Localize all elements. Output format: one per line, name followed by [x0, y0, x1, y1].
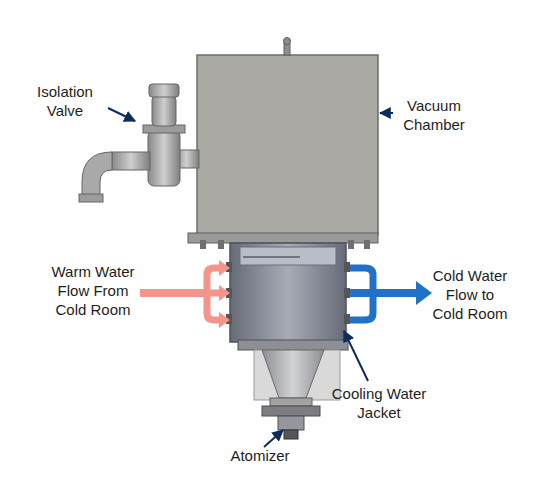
callout-label: Atomizer	[220, 446, 300, 465]
flange-bolt	[218, 240, 224, 249]
lower-flange	[238, 340, 348, 350]
valve-pipe	[112, 152, 150, 170]
callout-label: Vacuum Chamber	[388, 96, 480, 134]
pipe-flange	[79, 194, 103, 202]
cold-water-arrowhead	[416, 281, 432, 305]
flange-bolt	[200, 240, 206, 249]
vacuum-chamber	[197, 55, 378, 235]
callout-label: Cold Water Flow to Cold Room	[429, 266, 511, 323]
callout-label: Isolation Valve	[20, 82, 110, 120]
jacket-inner-rim	[240, 247, 336, 265]
valve-cap	[149, 84, 179, 97]
cooling-jacket	[230, 243, 346, 342]
nozzle-adapter	[270, 398, 312, 406]
leader-arrow	[108, 108, 135, 121]
nozzle-body	[278, 416, 304, 430]
callout-label: Cooling Water Jacket	[326, 384, 432, 422]
warm-water-arrowhead	[219, 260, 230, 276]
flange-bolt	[364, 240, 370, 249]
jacket-port	[344, 262, 350, 272]
leader-arrow	[380, 112, 393, 114]
valve-body	[148, 130, 180, 186]
nozzle-flange	[262, 406, 320, 416]
pipe-elbow	[82, 152, 112, 198]
cone	[262, 350, 324, 398]
jacket-port	[344, 314, 350, 324]
cold-water-arrow	[350, 289, 418, 297]
warm-water-arrowhead	[219, 285, 230, 301]
callout-label: Warm Water Flow From Cold Room	[48, 262, 138, 319]
valve-bonnet	[152, 96, 176, 126]
warm-water-arrow	[140, 289, 209, 297]
cone-housing	[254, 350, 340, 400]
leader-arrow	[264, 430, 283, 447]
jacket-inner-line	[243, 256, 300, 258]
flange-bolt	[348, 240, 354, 249]
leader-arrow	[344, 331, 368, 381]
chamber-handle-knob	[284, 38, 291, 45]
jacket-port	[344, 288, 350, 298]
warm-water-arrowhead	[219, 312, 230, 328]
atomizer	[284, 430, 298, 439]
